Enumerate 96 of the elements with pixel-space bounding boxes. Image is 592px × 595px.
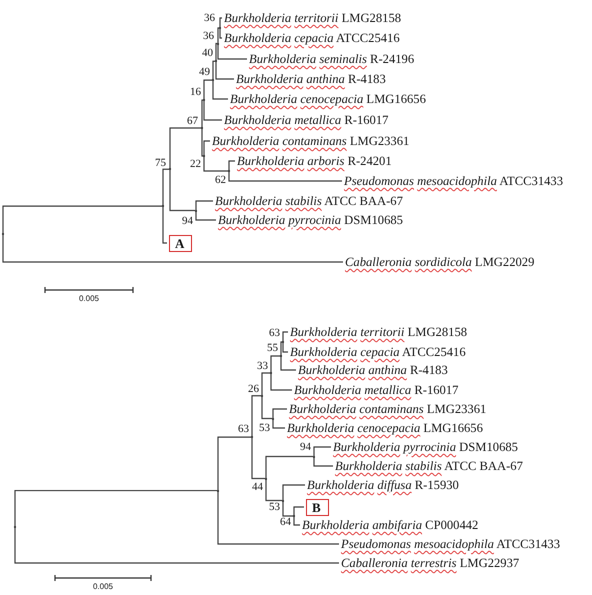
taxon-label: Burkholderia arboris R-24201 [237, 153, 392, 169]
bootstrap-value: 64 [280, 516, 291, 528]
tree-branch [272, 408, 287, 418]
scale-label: 0.005 [78, 294, 100, 303]
tree-branch [228, 160, 235, 171]
taxon-label: Pseudomonas mesoacidophila ATCC31433 [344, 173, 564, 189]
taxon-label: Burkholderia cenocepacia LMG16656 [230, 91, 426, 107]
taxon-label: Burkholderia ambifaria CP000442 [302, 517, 478, 533]
tree-branch [2, 206, 162, 234]
taxon-label: Pseudomonas mesoacidophila ATCC31433 [341, 536, 560, 552]
tree-branch [217, 490, 339, 545]
tree-branch [261, 372, 270, 396]
taxon-label: Caballeronia terrestris LMG22937 [341, 555, 520, 571]
tree-branch [280, 356, 296, 371]
bootstrap-value: 67 [187, 115, 198, 127]
bootstrap-value: 55 [267, 342, 278, 354]
tree-branch [14, 490, 217, 527]
tree-branch [201, 99, 204, 128]
bootstrap-value: 40 [202, 47, 213, 59]
tree-branch [251, 395, 261, 438]
taxon-label: Burkholderia territorii LMG28158 [224, 10, 402, 26]
tree-branch [162, 206, 167, 244]
tree-branch [272, 418, 285, 429]
tree-branch [313, 456, 333, 467]
bootstrap-value: 33 [257, 360, 268, 372]
bootstrap-value: 75 [155, 157, 166, 169]
taxon-label: Burkholderia stabilis ATCC BAA-67 [335, 458, 523, 474]
taxon-label: Burkholderia metallica R-16017 [294, 382, 458, 398]
bootstrap-value: 16 [190, 86, 201, 98]
taxon-label: Burkholderia cenocepacia LMG16656 [287, 420, 483, 436]
highlighted-label: B [306, 498, 329, 516]
tree-branch [162, 168, 169, 206]
tree-branch [293, 516, 300, 526]
tree-branch [195, 210, 216, 221]
bootstrap-value: 53 [259, 422, 270, 434]
tree-branch [2, 234, 343, 263]
taxon-label: Burkholderia cepacia ATCC25416 [290, 344, 466, 360]
highlighted-label: A [169, 234, 192, 252]
taxon-label: Burkholderia diffusa R-15930 [307, 477, 459, 493]
bootstrap-value: 36 [203, 30, 214, 42]
taxon-label: Burkholderia stabilis ATCC BAA-67 [215, 193, 403, 209]
taxon-label: Burkholderia contaminans LMG23361 [212, 133, 410, 149]
bootstrap-value: 63 [269, 327, 280, 339]
tree-branch [261, 396, 272, 420]
tree-branch [201, 128, 204, 157]
scale-label: 0.005 [92, 582, 114, 591]
bootstrap-value: 53 [269, 501, 280, 513]
tree-branch [203, 100, 222, 121]
tree-branch [217, 436, 251, 491]
tree-branch [203, 140, 210, 156]
tree-branch [282, 342, 288, 353]
tree-branch [212, 60, 215, 80]
taxon-label: Burkholderia contaminans LMG23361 [289, 401, 486, 417]
tree-branch [169, 127, 201, 170]
tree-branch [228, 171, 342, 182]
taxon-label: Burkholderia territorii LMG28158 [290, 324, 468, 340]
tree-branch [282, 484, 305, 500]
bootstrap-value: 49 [199, 66, 210, 78]
taxon-label: Caballeronia sordidicola LMG22029 [345, 254, 534, 270]
tree-branch [217, 27, 220, 44]
bootstrap-value: 22 [190, 158, 201, 170]
tree-branch [219, 28, 222, 39]
bootstrap-value: 26 [248, 383, 259, 395]
taxon-label: Burkholderia anthina R-4183 [298, 362, 448, 378]
tree-branch [215, 61, 234, 80]
tree-branch [270, 373, 292, 391]
taxon-label: Burkholderia anthina R-4183 [236, 71, 386, 87]
bootstrap-value: 94 [182, 215, 193, 227]
tree-branch [195, 200, 213, 210]
tree-branch [270, 355, 280, 373]
bootstrap-value: 62 [215, 174, 226, 186]
tree-branch [215, 42, 218, 62]
tree-branch [313, 446, 331, 456]
tree-branch [217, 44, 247, 60]
tree-branch [265, 456, 313, 478]
bootstrap-value: 36 [204, 12, 215, 24]
tree-branch [212, 80, 228, 100]
taxon-label: Burkholderia metallica R-16017 [224, 112, 388, 128]
tree-branch [203, 80, 212, 100]
tree-branch [14, 526, 339, 564]
tree-branch [280, 341, 282, 356]
tree-branch [282, 331, 288, 342]
bootstrap-value: 94 [300, 441, 311, 453]
taxon-label: Burkholderia cepacia ATCC25416 [224, 30, 400, 46]
taxon-label: Burkholderia pyrrocinia DSM10685 [218, 212, 403, 228]
tree-branch [169, 169, 195, 212]
tree-branch [293, 506, 304, 516]
tree-branch [282, 500, 293, 517]
tree-branch [203, 156, 228, 172]
tree-branch [219, 17, 222, 28]
tree-branch [251, 437, 265, 480]
bootstrap-value: 44 [252, 481, 263, 493]
tree-branch [265, 478, 282, 502]
bootstrap-value: 63 [238, 423, 249, 435]
taxon-label: Burkholderia pyrrocinia DSM10685 [333, 439, 518, 455]
taxon-label: Burkholderia seminalis R-24196 [249, 51, 414, 67]
